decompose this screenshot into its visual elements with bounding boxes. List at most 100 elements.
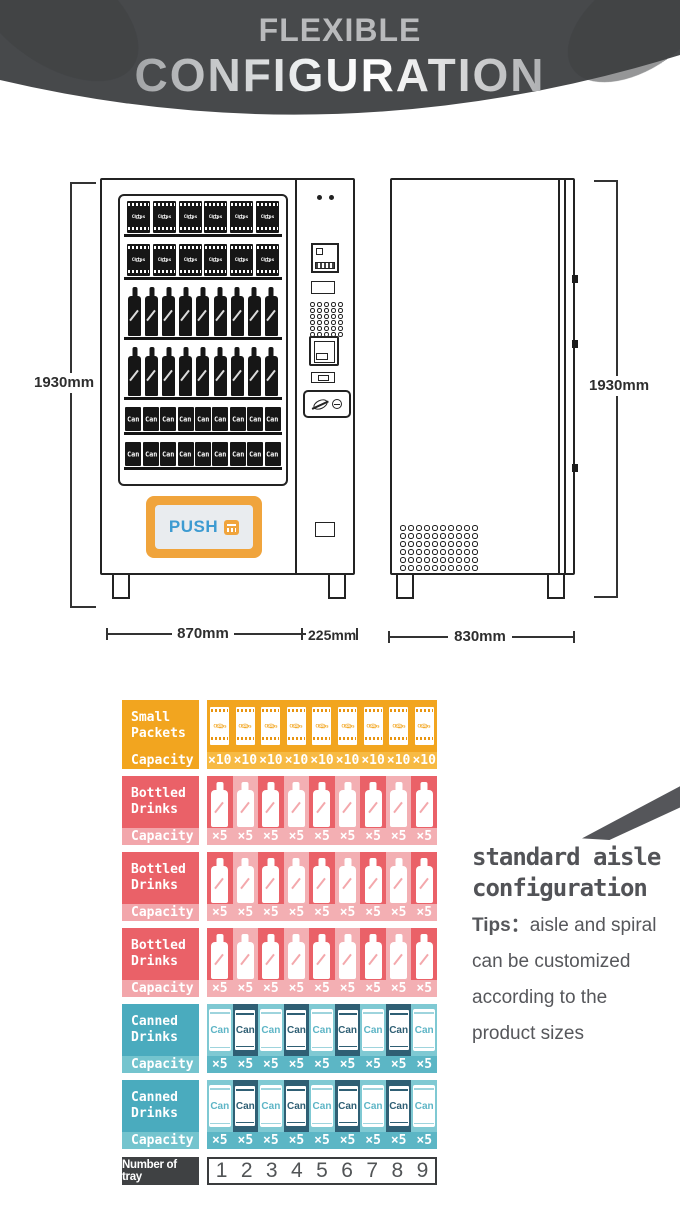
keypad-button-dot — [331, 314, 336, 319]
keypad — [310, 302, 345, 338]
capacity-label: Capacity — [122, 828, 199, 845]
can-label: Can — [127, 450, 140, 458]
item-cell — [411, 852, 437, 904]
item-cell — [309, 852, 335, 904]
can-label: Can — [127, 415, 140, 423]
vent-hole — [456, 533, 462, 539]
can-icon: Can — [310, 1009, 333, 1051]
vent-hole — [424, 525, 430, 531]
dimension-front-height-label: 1930mm — [32, 373, 95, 393]
capacity-value: ×10 — [258, 752, 284, 769]
dimension-cap — [594, 596, 618, 598]
item-cell — [207, 852, 233, 904]
tray-number: 2 — [240, 1159, 253, 1182]
item-cell: Chips — [309, 700, 335, 752]
capacity-value: ×5 — [334, 980, 361, 997]
can-icon: Can — [177, 407, 194, 431]
push-door: PUSH — [146, 496, 262, 558]
vent-hole — [464, 557, 470, 563]
bottle-icon — [415, 866, 433, 903]
can-label: Can — [179, 415, 192, 423]
machine-foot — [112, 573, 130, 599]
can-label: Can — [338, 1100, 357, 1112]
machine-foot — [328, 573, 346, 599]
bottle-icon — [390, 866, 408, 903]
capacity-value: ×5 — [360, 980, 386, 997]
chips-oval-label: Chips — [392, 723, 406, 729]
shelf-bar — [124, 467, 282, 470]
can-label: Can — [261, 1024, 281, 1036]
capacity-label: Capacity — [122, 1132, 199, 1149]
vent-hole — [432, 533, 438, 539]
item-cell — [207, 776, 233, 828]
shelf-items — [124, 347, 282, 396]
keypad-button-dot — [310, 302, 315, 307]
can-label: Can — [248, 450, 262, 458]
packet-icon: Chips — [389, 707, 409, 745]
keypad-button-dot — [317, 320, 322, 325]
item-cell — [309, 928, 335, 980]
capacity-values: ×10×10×10×10×10×10×10×10×10 — [207, 752, 437, 769]
bottle-icon — [264, 296, 278, 336]
chips-oval-label: Chips — [157, 257, 171, 263]
vent-hole — [408, 541, 414, 547]
vent-hole — [400, 525, 406, 531]
capacity-value: ×10 — [309, 752, 335, 769]
capacity-value: ×5 — [283, 1132, 310, 1149]
packet-icon: Chips — [261, 707, 281, 745]
can-icon: Can — [160, 407, 177, 431]
can-icon: Can — [194, 407, 211, 431]
capacity-values: ×5×5×5×5×5×5×5×5×5 — [207, 980, 437, 997]
item-cell — [334, 852, 361, 904]
vent-hole — [456, 541, 462, 547]
row-label: Bottled Drinks — [122, 776, 199, 828]
keypad-button-dot — [338, 302, 343, 307]
tray-number: 8 — [391, 1159, 404, 1182]
item-cell: Can — [360, 1080, 386, 1132]
item-cell — [232, 928, 259, 980]
packet-icon: Chips — [286, 707, 306, 745]
chips-oval-label: Chips — [366, 723, 380, 729]
can-icon: Can — [362, 1009, 385, 1051]
vent-hole — [440, 541, 446, 547]
capacity-value: ×5 — [334, 1132, 361, 1149]
dimension-cap — [70, 606, 96, 608]
door-hinge — [572, 464, 578, 472]
capacity-value: ×5 — [309, 1132, 335, 1149]
chip-packet-icon: Chips — [178, 201, 202, 233]
bottle-icon — [313, 866, 331, 903]
item-cell: Can — [334, 1080, 361, 1132]
packet-icon: Chips — [414, 707, 434, 745]
door-hinge — [572, 340, 578, 348]
can-icon: Can — [212, 442, 229, 466]
vent-hole — [400, 541, 406, 547]
item-cell: Can — [411, 1004, 437, 1056]
capacity-label: Capacity — [122, 904, 199, 921]
header-curve-graphic — [0, 0, 680, 115]
chip-packet-icon: Chips — [152, 244, 176, 276]
chips-oval-label: Chips — [209, 257, 223, 263]
can-icon: Can — [177, 442, 194, 466]
item-cell — [258, 776, 284, 828]
bottle-icon — [264, 356, 278, 396]
can-icon: Can — [285, 1009, 308, 1051]
vent-hole — [464, 549, 470, 555]
can-icon: Can — [194, 442, 211, 466]
capacity-value: ×5 — [207, 828, 233, 845]
vent-hole — [408, 565, 414, 571]
keypad-button-dot — [338, 320, 343, 325]
dimension-tick — [356, 628, 358, 640]
aside-heading-line2: configuration — [472, 874, 648, 902]
row-label: Canned Drinks — [122, 1004, 199, 1056]
coin-icon — [311, 396, 329, 412]
keypad-button-dot — [324, 302, 329, 307]
can-label: Can — [286, 1024, 306, 1036]
